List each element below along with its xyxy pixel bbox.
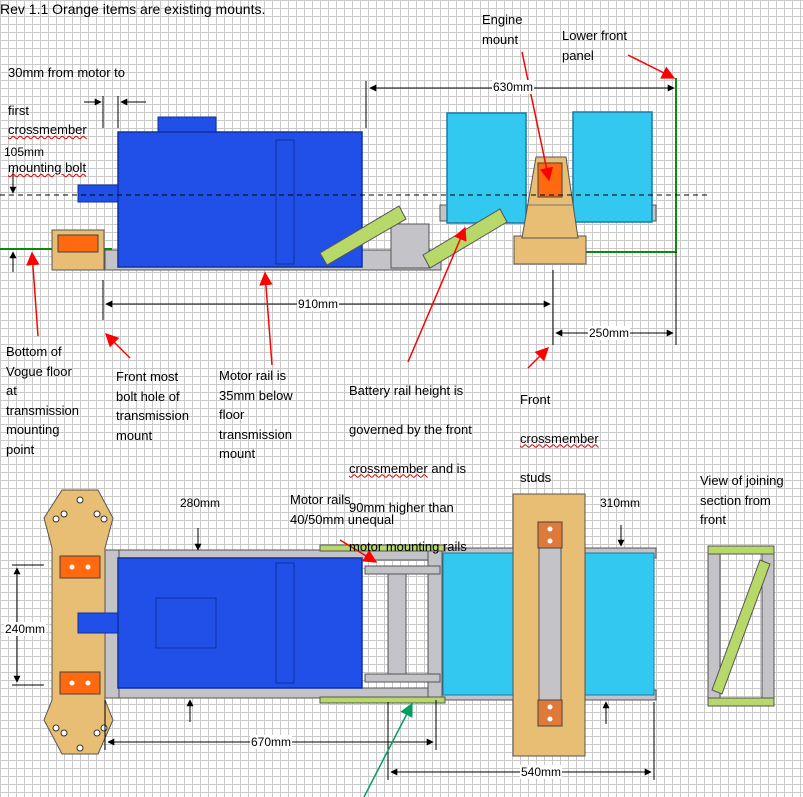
bolt-hole — [52, 515, 60, 523]
arrow-battery-rail — [407, 226, 467, 363]
motor-shaft-top — [77, 612, 121, 634]
motor-shaft — [77, 184, 121, 203]
joining-section-top — [707, 545, 775, 555]
engine-mount-orange — [537, 162, 563, 198]
bolt-hole — [547, 538, 553, 544]
dim-280: 280mm — [180, 496, 221, 510]
front-studs-line1: Front — [520, 391, 551, 407]
battery-box-rear — [446, 112, 527, 224]
arrow-motor-rail — [259, 271, 273, 366]
dim-670: 670mm — [250, 735, 293, 749]
arrow-front-studs — [527, 347, 549, 369]
mount-orange-top-1 — [59, 555, 101, 579]
bolt-hole — [100, 515, 108, 523]
label-motor-rails-unequal: Motor rails 40/50mm unequal — [290, 492, 395, 527]
bolt-hole — [547, 704, 553, 710]
motor-gap-line3: mounting bolt — [8, 160, 87, 175]
joining-section-bottom — [707, 697, 775, 707]
bolt-hole — [76, 744, 84, 752]
inner-rail-top — [364, 565, 441, 575]
arrow-front-bolt — [105, 333, 131, 359]
dim-540: 540mm — [520, 765, 563, 779]
battery-rail-line1: Battery rail height is — [349, 382, 464, 398]
joining-block-side — [390, 223, 430, 269]
battery-rail-line5: motor mounting rails — [349, 538, 467, 554]
battery-rail-line4: 90mm higher than — [349, 499, 454, 515]
arrow-motor-rails — [339, 539, 378, 563]
bolt-hole — [60, 729, 68, 737]
mount-orange-top-2 — [59, 671, 101, 695]
bolt-hole — [93, 729, 101, 737]
dim-310: 310mm — [600, 496, 641, 510]
motor-top-box — [157, 116, 217, 134]
engine-mount-base — [513, 235, 587, 265]
engine-mount-orange-top-2 — [537, 699, 563, 727]
label-engine-mount: Engine mount — [482, 12, 523, 47]
label-bottom-floor: Bottom of Vogue floor at transmission mo… — [6, 344, 79, 457]
label-front-bolt-hole: Front most bolt hole of transmission mou… — [116, 369, 189, 443]
battery-rail-line3b: and is — [427, 460, 467, 476]
front-studs-line3: studs — [520, 469, 552, 485]
label-motor-rail: Motor rail is 35mm below floor transmiss… — [219, 368, 293, 461]
engine-mount-orange-top-1 — [537, 521, 563, 549]
battery-rail-line3a: crossmember — [349, 460, 428, 476]
battery-rail-line2: governed by the front — [349, 421, 472, 437]
battery-box-front — [572, 111, 653, 223]
transmission-mount-orange — [57, 234, 99, 253]
label-motor-gap: 30mm from motor to first crossmember mou… — [8, 44, 125, 177]
joining-section-diagonal — [711, 559, 771, 695]
bolt-hole — [69, 680, 75, 686]
motor-gap-line2b: crossmember — [8, 122, 87, 137]
side-view — [0, 51, 710, 369]
bolt-hole — [69, 564, 75, 570]
green-rail-top — [319, 544, 446, 552]
bolt-hole — [547, 526, 553, 532]
dim-250: 250mm — [588, 326, 631, 340]
bolt-hole — [85, 564, 91, 570]
bolt-hole — [60, 510, 68, 518]
bolt-hole — [93, 510, 101, 518]
motor-gap-line2: first — [8, 103, 29, 118]
engine-mount-bar-top — [538, 547, 562, 701]
arrow-green — [363, 702, 413, 797]
bolt-hole — [100, 724, 108, 732]
inner-rail-bottom — [364, 673, 441, 683]
bolt-hole — [76, 496, 84, 504]
arrow-bottom-floor — [26, 251, 40, 337]
bolt-hole — [52, 724, 60, 732]
top-view — [12, 489, 775, 797]
motor-gap-line1: 30mm from motor to — [8, 65, 126, 80]
label-lower-front-panel: Lower front panel — [562, 28, 628, 63]
dim-630: 630mm — [492, 80, 535, 94]
motor-body-top — [117, 557, 363, 689]
bolt-hole — [85, 680, 91, 686]
bolt-hole — [547, 716, 553, 722]
motor-top-square — [155, 597, 217, 649]
label-joining-view: View of joining section from front — [700, 473, 784, 527]
motor-detail-top — [275, 562, 295, 684]
motor-body-side — [117, 131, 363, 268]
green-rail-bottom — [319, 696, 446, 704]
dim-910: 910mm — [297, 297, 340, 311]
front-studs-line2: crossmember — [520, 430, 599, 446]
diagram-title: Rev 1.1 Orange items are existing mounts… — [0, 1, 266, 17]
arrow-engine-mount — [521, 51, 554, 182]
dim-240: 240mm — [4, 622, 47, 636]
arrow-lower-panel — [627, 54, 676, 79]
label-front-studs: Front crossmember studs — [520, 370, 599, 487]
label-battery-rail: Battery rail height is governed by the f… — [349, 361, 472, 556]
crossmember-mid — [387, 571, 407, 677]
diagonal-bar-1 — [319, 205, 407, 266]
dim-105: 105mm — [4, 145, 45, 159]
motor-detail — [275, 139, 295, 265]
